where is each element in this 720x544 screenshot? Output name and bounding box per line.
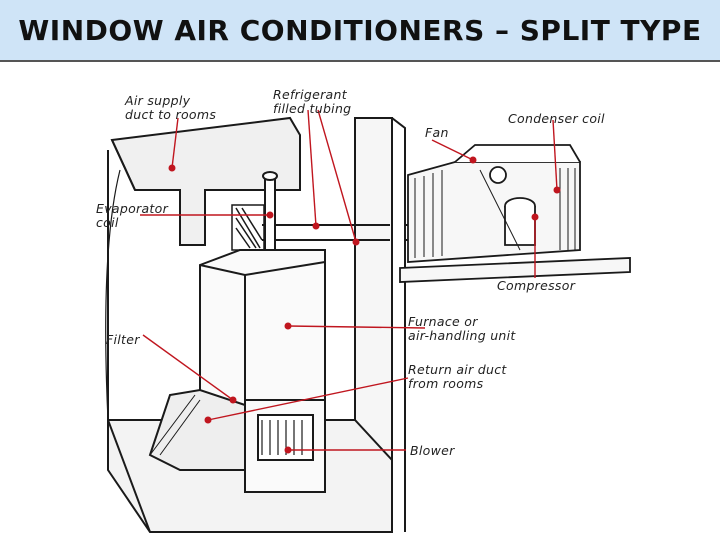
label-evaporator: Evaporator coil xyxy=(96,201,169,230)
title-bar: WINDOW AIR CONDITIONERS – SPLIT TYPE xyxy=(0,0,720,62)
label-compressor: Compressor xyxy=(497,278,576,293)
filter-return-duct xyxy=(148,388,246,471)
label-refrigerant: Refrigerant filled tubing xyxy=(273,87,352,116)
label-return-air: Return air duct from rooms xyxy=(408,362,507,391)
label-blower: Blower xyxy=(410,443,455,458)
label-fan: Fan xyxy=(425,125,449,140)
condensing-unit xyxy=(399,144,631,283)
label-air-supply: Air supply duct to rooms xyxy=(125,93,217,122)
diagram-artwork xyxy=(105,109,631,533)
leader-lines xyxy=(140,109,558,451)
label-condenser-coil: Condenser coil xyxy=(508,111,605,126)
label-filter: Filter xyxy=(106,332,140,347)
label-furnace: Furnace or air-handling unit xyxy=(408,314,516,343)
furnace-unit xyxy=(199,249,326,493)
page-title: WINDOW AIR CONDITIONERS – SPLIT TYPE xyxy=(18,13,702,47)
supply-duct xyxy=(110,116,301,246)
split-ac-diagram: Air supply duct to rooms Refrigerant fil… xyxy=(0,62,720,540)
leader-dots xyxy=(168,156,561,454)
evaporator-coil xyxy=(231,204,265,251)
